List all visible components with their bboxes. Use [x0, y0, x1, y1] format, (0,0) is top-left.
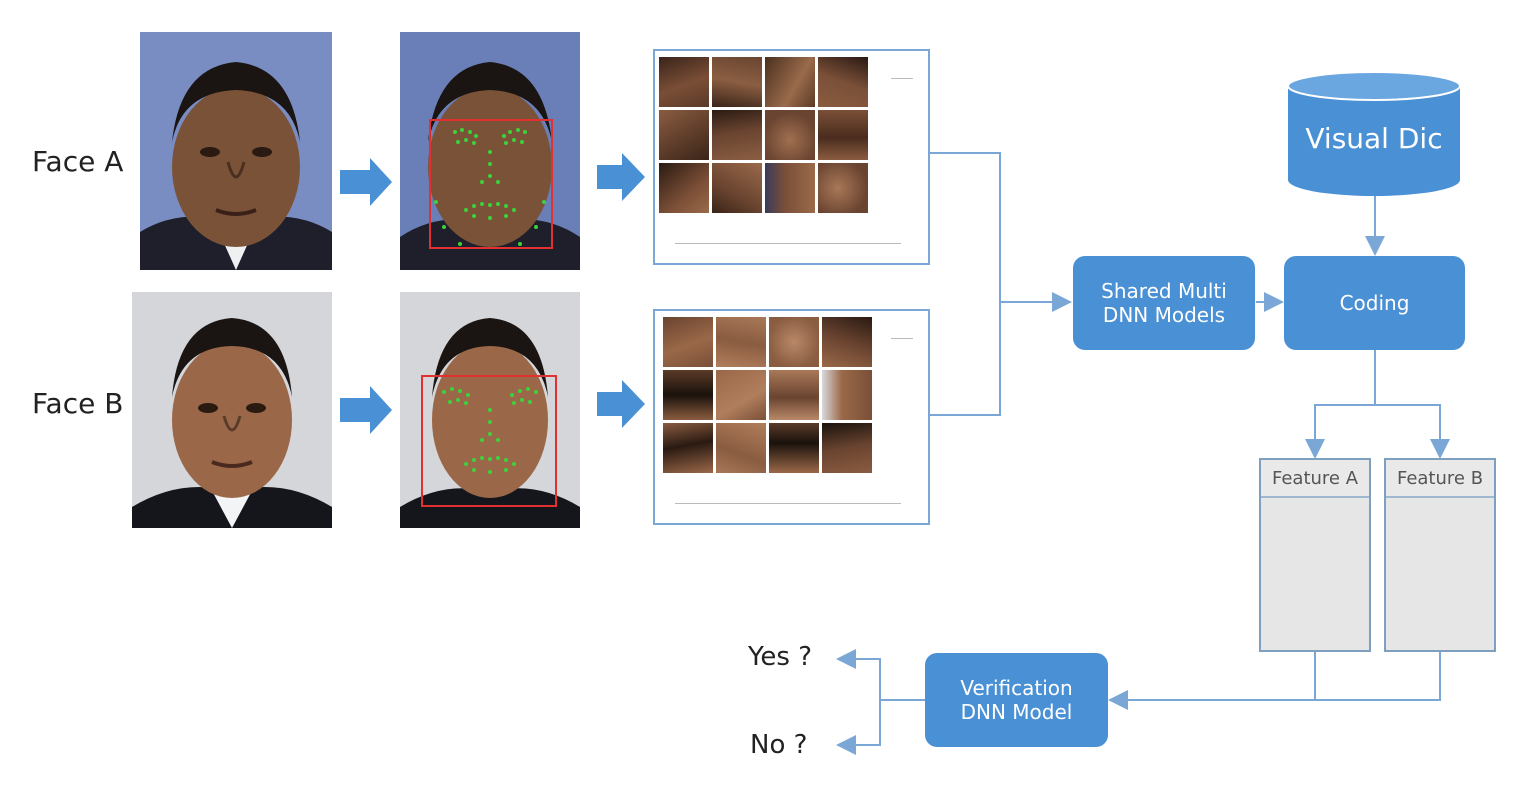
face-patch: [716, 317, 766, 367]
face-patch: [663, 423, 713, 473]
face-patch: [712, 110, 762, 160]
face-b-label: Face B: [32, 387, 124, 420]
coding-box: Coding: [1284, 256, 1465, 350]
face-patch: [712, 163, 762, 213]
face-patch: [716, 370, 766, 420]
face-a-label: Face A: [32, 145, 124, 178]
yes-output-label: Yes ?: [748, 642, 813, 672]
face-patch: [822, 317, 872, 367]
verification-dnn-model-box: Verification DNN Model: [925, 653, 1108, 747]
face-patch: [765, 57, 815, 107]
face-patch: [765, 163, 815, 213]
arrow-landmarks-a-to-patches: [597, 153, 645, 201]
face-patch: [818, 110, 868, 160]
face-patch: [659, 57, 709, 107]
shared-multi-dnn-models-box: Shared Multi DNN Models: [1073, 256, 1255, 350]
face-patch: [659, 110, 709, 160]
face-a-landmarks-photo: [400, 32, 580, 270]
arrow-landmarks-b-to-patches: [597, 380, 645, 428]
face-b-landmarks-photo: [400, 292, 580, 528]
face-a-photo: [140, 32, 332, 270]
face-patch: [822, 370, 872, 420]
face-patch: [712, 57, 762, 107]
no-output-label: No ?: [750, 730, 808, 760]
arrow-face-a-to-landmarks: [340, 158, 392, 206]
feature-a-label: Feature A: [1261, 460, 1369, 498]
feature-b-label: Feature B: [1386, 460, 1494, 498]
face-patch: [663, 317, 713, 367]
visual-dic-database: Visual Dic: [1286, 70, 1462, 198]
face-patch: [659, 163, 709, 213]
patch-panel-b: [653, 309, 930, 525]
feature-a-box: Feature A: [1259, 458, 1371, 652]
face-patch: [818, 57, 868, 107]
face-patch: [716, 423, 766, 473]
coding-label: Coding: [1339, 291, 1410, 315]
face-b-photo: [132, 292, 332, 528]
line-coding-split: [1305, 350, 1376, 459]
face-patch: [769, 317, 819, 367]
face-patch: [818, 163, 868, 213]
verification-dnn-model-label: Verification DNN Model: [960, 676, 1073, 724]
line-features-to-verification: [1108, 648, 1316, 710]
patch-panel-a: [653, 49, 930, 265]
face-patch: [765, 110, 815, 160]
feature-b-box: Feature B: [1384, 458, 1496, 652]
face-patch: [769, 370, 819, 420]
face-patch: [769, 423, 819, 473]
visual-dic-label: Visual Dic: [1305, 122, 1443, 155]
shared-multi-dnn-models-label: Shared Multi DNN Models: [1101, 279, 1227, 327]
face-patch: [822, 423, 872, 473]
face-patch: [663, 370, 713, 420]
arrow-face-b-to-landmarks: [340, 386, 392, 434]
line-verification-to-outputs: [836, 649, 925, 701]
line-patches-a: [928, 152, 1001, 416]
